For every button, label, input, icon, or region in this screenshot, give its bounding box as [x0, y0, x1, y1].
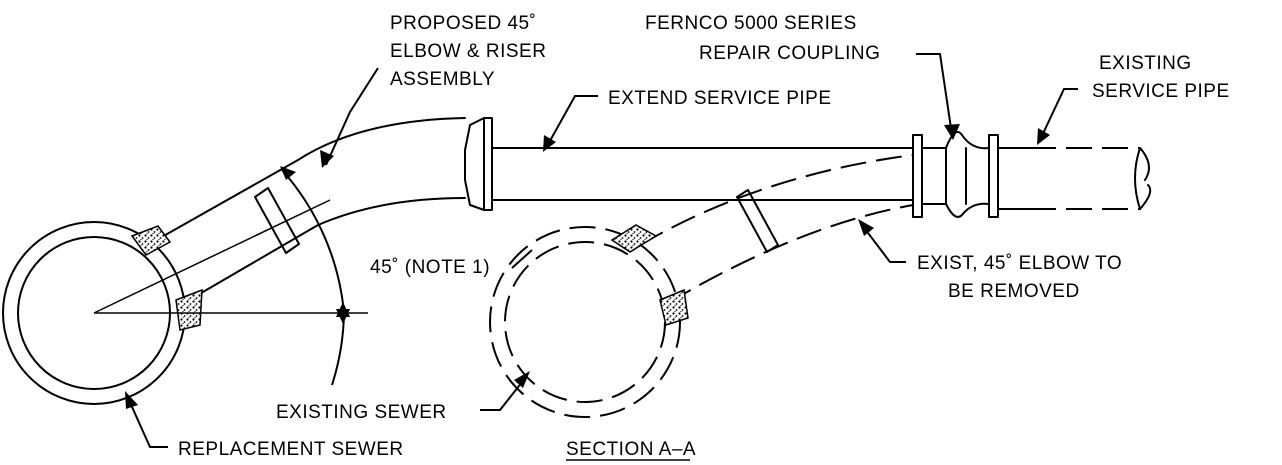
existing-service-label-2: SERVICE PIPE	[1092, 81, 1230, 102]
existing-sewer-label: EXISTING SEWER	[276, 402, 447, 423]
fernco-coupling	[912, 131, 1031, 218]
existing-service-label-1: EXISTING	[1099, 53, 1192, 74]
fernco-label-2: REPAIR COUPLING	[699, 43, 880, 64]
fernco-label-1: FERNCO 5000 SERIES	[645, 13, 857, 34]
angle-dimension	[280, 166, 350, 386]
existing-service-pipe	[1030, 147, 1152, 210]
exist-elbow-label-1: EXIST, 45˚ ELBOW TO	[917, 253, 1122, 274]
leaders	[125, 53, 1078, 448]
angle-label: 45˚ (NOTE 1)	[370, 257, 490, 278]
existing-elbow	[610, 154, 914, 326]
riser-gasket-top	[130, 225, 172, 256]
existing-gasket-top	[610, 224, 658, 253]
proposed-elbow-label-3: ASSEMBLY	[390, 69, 495, 90]
existing-gasket-bottom	[659, 288, 689, 326]
proposed-elbow-label-2: ELBOW & RISER	[390, 41, 546, 62]
annotations: PROPOSED 45˚ ELBOW & RISER ASSEMBLY FERN…	[178, 13, 1230, 461]
extend-service-pipe	[464, 117, 914, 211]
exist-elbow-label-2: BE REMOVED	[948, 281, 1080, 302]
section-title: SECTION A–A	[566, 439, 696, 460]
proposed-elbow-label-1: PROPOSED 45˚	[390, 13, 536, 34]
existing-sewer	[489, 226, 681, 418]
replacement-sewer-label: REPLACEMENT SEWER	[178, 439, 404, 460]
extend-service-label: EXTEND SERVICE PIPE	[608, 88, 832, 109]
proposed-riser	[93, 117, 466, 331]
riser-gasket-bottom	[175, 288, 203, 331]
